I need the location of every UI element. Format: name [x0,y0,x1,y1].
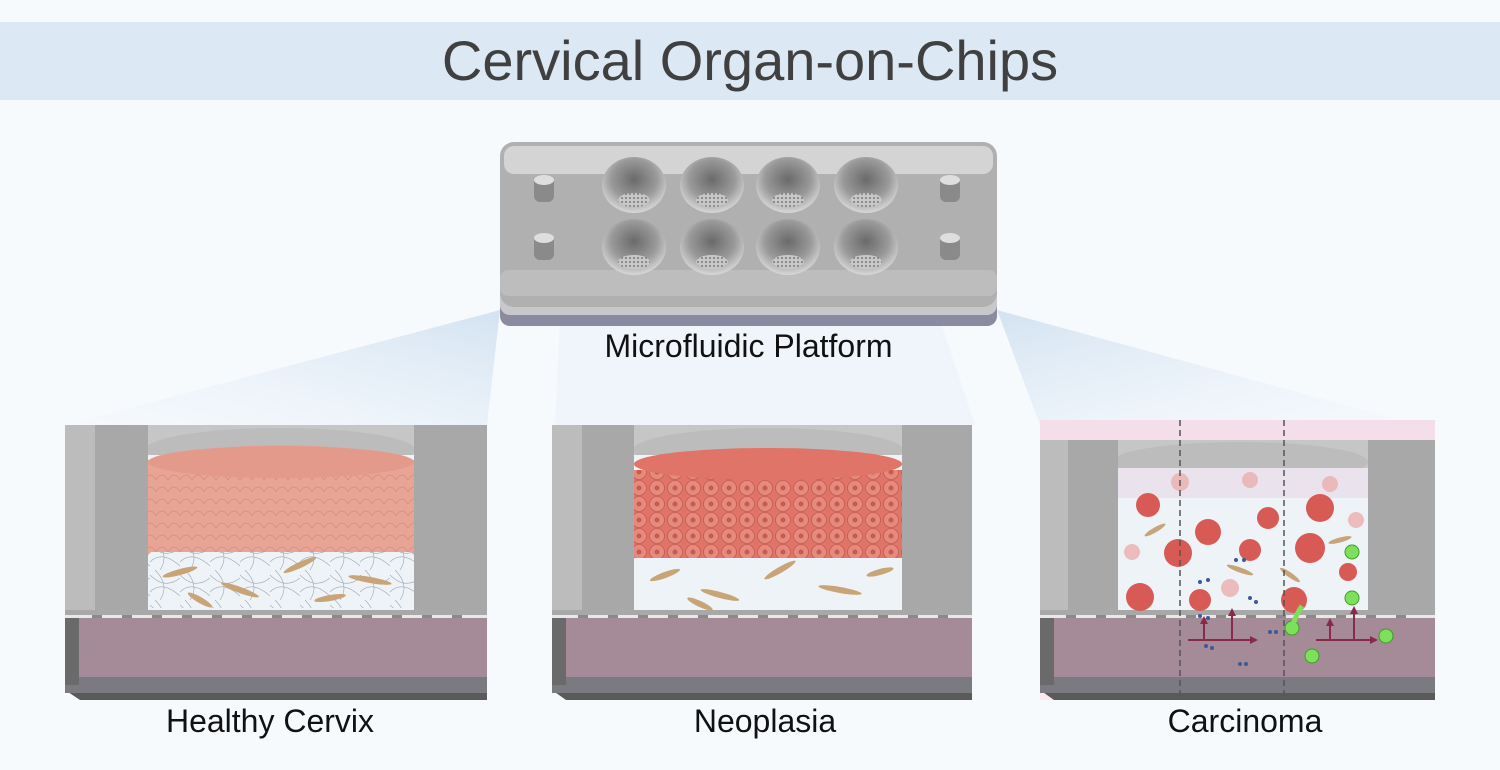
immune-cells [1284,544,1394,664]
healthy-cervix-label: Healthy Cervix [165,703,375,739]
page-title: Cervical Organ-on-Chips [441,29,1059,92]
chip-port [534,233,554,260]
healthy-cervix-chip [65,425,487,700]
chip-well [756,157,820,213]
chip-well [680,157,744,213]
signal-arrows [1188,614,1370,641]
bottom-channel [552,615,972,677]
platform-label: Microfluidic Platform [604,328,893,364]
projection-beam-right [997,310,1418,425]
chip-port [940,175,960,202]
carcinoma-chip [1040,420,1435,700]
tumor-cells [1126,493,1357,613]
projection-beam-center [555,320,975,425]
bottom-channel [65,615,487,677]
chip-well [756,219,820,275]
neoplasia-chip [552,425,972,700]
bottom-channel [1040,615,1435,677]
chip-well [834,219,898,275]
epithelium-layer [148,470,414,552]
microfluidic-chip [500,142,997,326]
chip-port [534,175,554,202]
epithelium-layer [634,470,902,558]
chip-well [602,157,666,213]
signaling-molecules [1198,558,1278,666]
chip-well [680,219,744,275]
carcinoma-label: Carcinoma [1167,703,1323,739]
neoplasia-label: Neoplasia [693,703,837,739]
chip-well [834,157,898,213]
title-band [0,22,1500,100]
chip-port [940,233,960,260]
projection-beam-left [65,310,500,425]
chip-well [602,219,666,275]
